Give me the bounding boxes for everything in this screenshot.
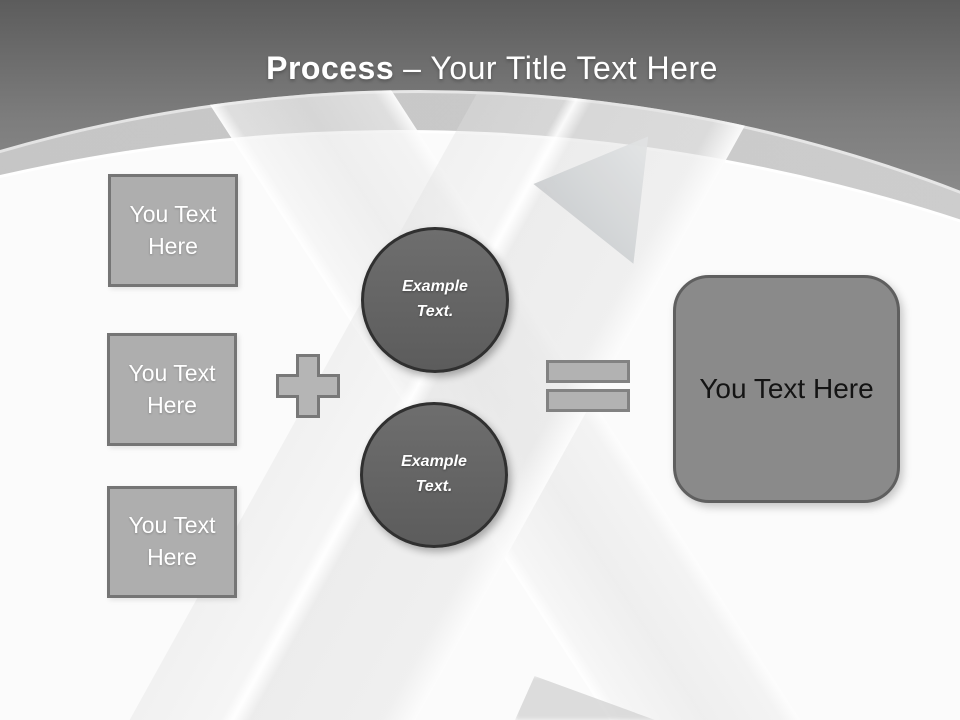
input-box-2-label: You Text Here [128,359,216,418]
input-box-3-label: You Text Here [128,512,216,570]
example-circle-2-label: Example Text. [401,453,467,495]
slide-title[interactable]: Process–Your Title Text Here [12,50,960,87]
input-box-3[interactable]: You Text Here [107,486,237,598]
example-circle-1[interactable]: Example Text. [361,227,509,373]
input-box-1-label: You Text Here [129,200,217,259]
equals-icon [546,360,630,420]
slide-title-bold: Process [266,50,395,86]
example-circle-2[interactable]: Example Text. [360,402,508,548]
input-box-1[interactable]: You Text Here [108,174,238,287]
example-circle-1-label: Example Text. [402,278,468,320]
plus-icon [276,354,340,423]
result-box[interactable]: You Text Here [673,275,900,503]
input-box-2[interactable]: You Text Here [107,333,237,446]
slide-title-separator: – [403,50,422,86]
result-box-label: You Text Here [699,373,874,404]
slide-title-rest: Your Title Text Here [430,50,718,86]
